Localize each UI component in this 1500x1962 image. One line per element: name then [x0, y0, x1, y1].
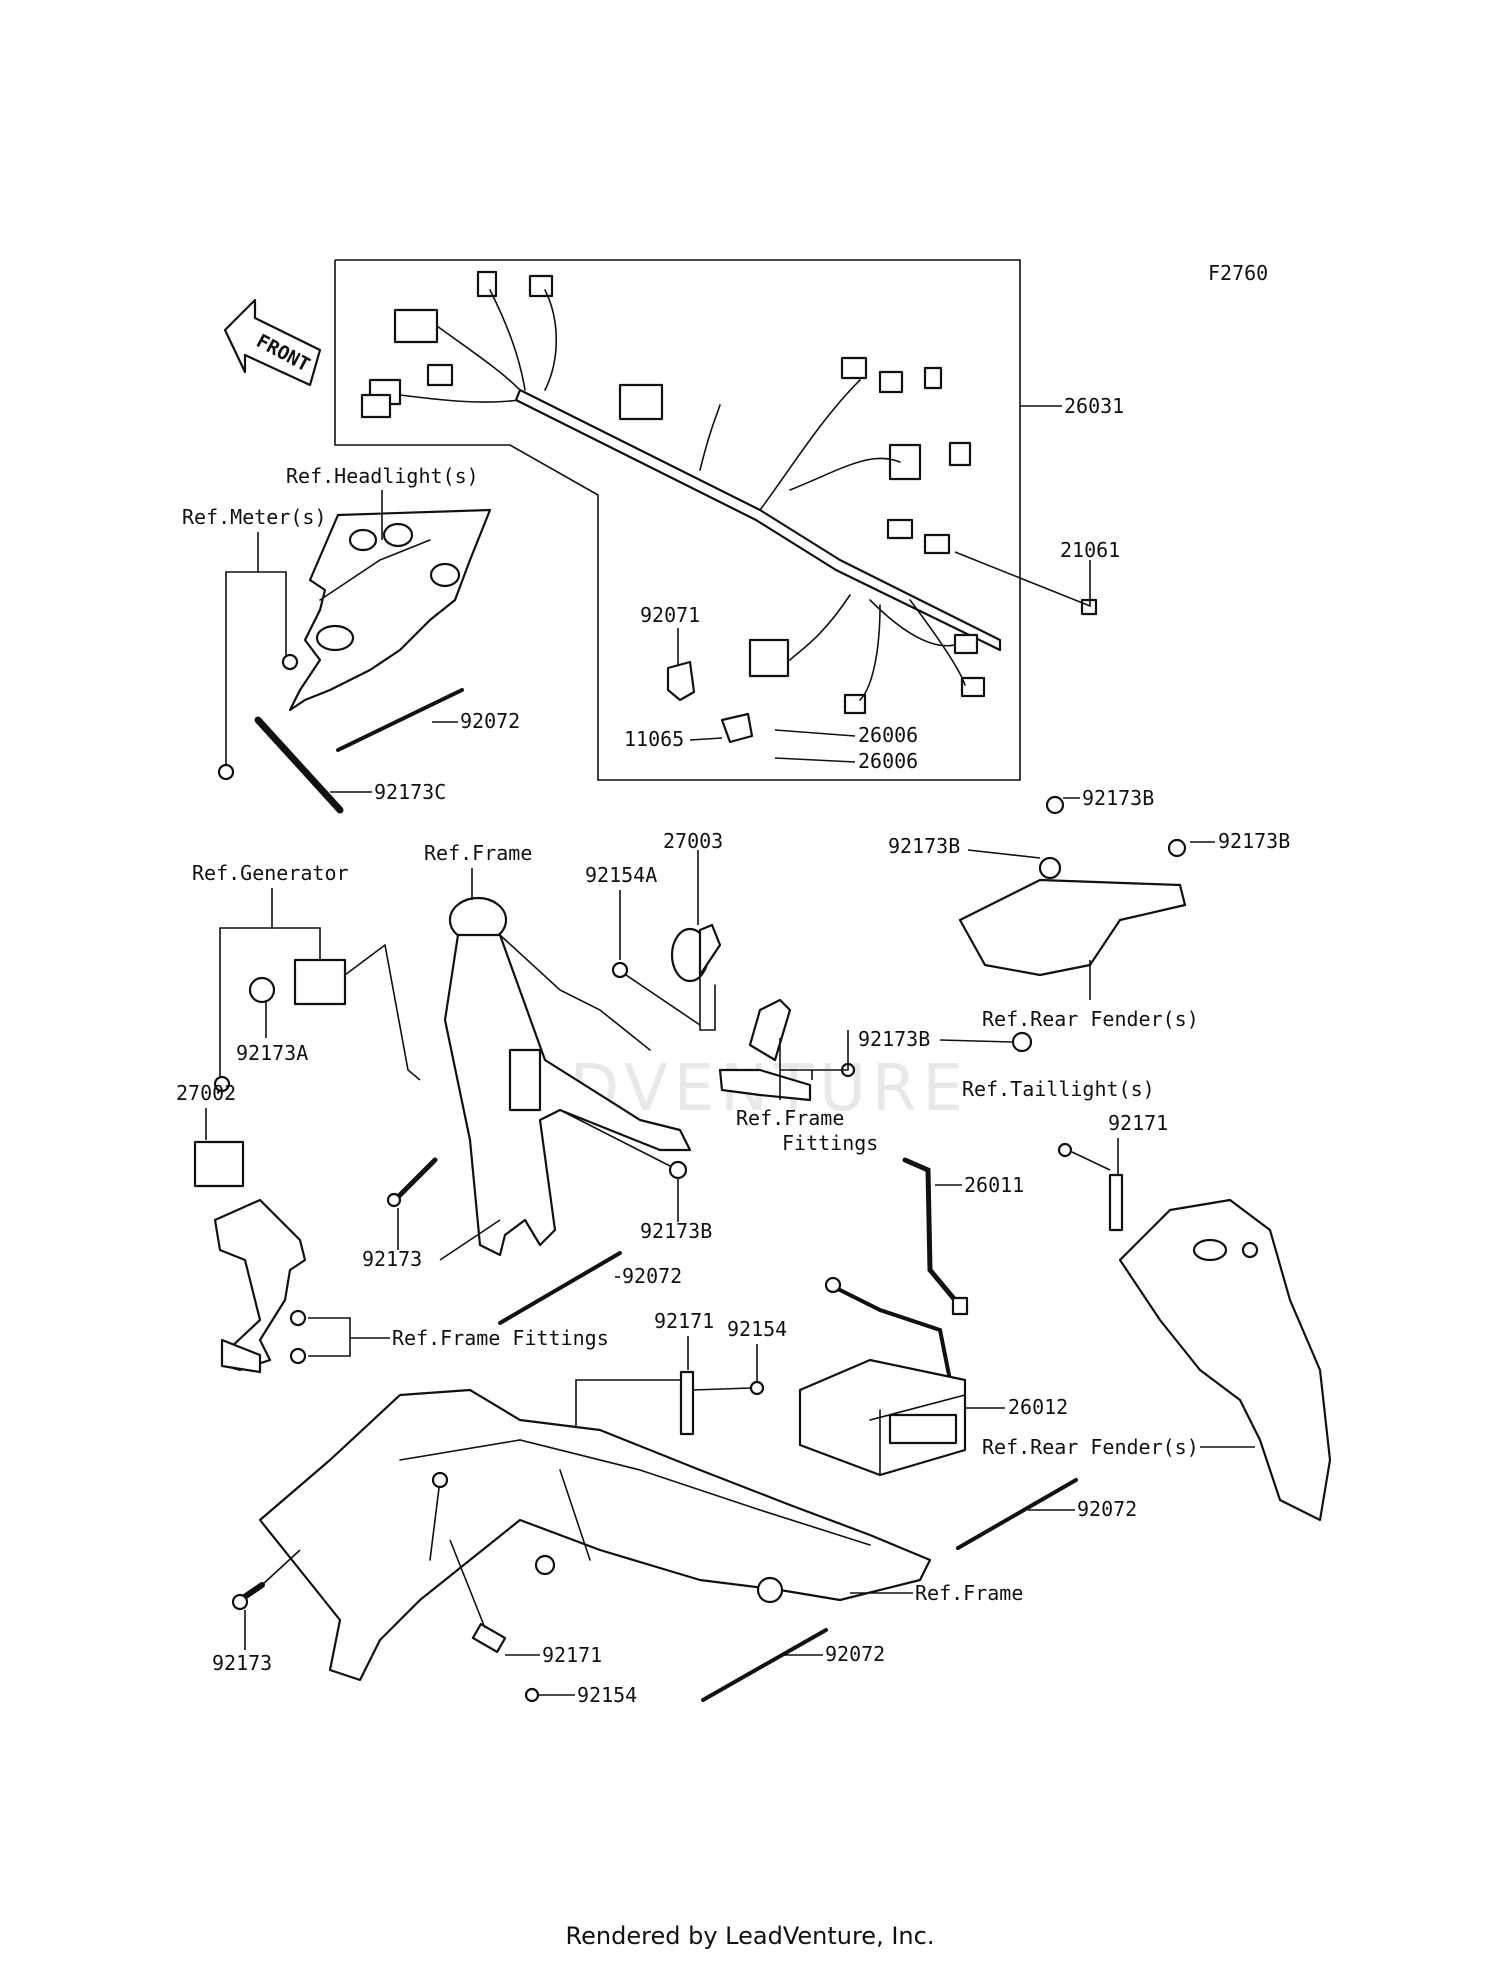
label-27002: 27002 [176, 1081, 236, 1105]
label-92154: 92154 [727, 1317, 787, 1341]
label-92173c: 92173C [374, 780, 446, 804]
label-92173-b: 92173 [212, 1651, 272, 1675]
ref-frame-fittings-label-1b: Fittings [782, 1131, 878, 1155]
label-92072-a: 92072 [460, 709, 520, 733]
label-92072-d: 92072 [825, 1642, 885, 1666]
diagram-code: F2760 [1208, 261, 1268, 285]
battery-cable-26011 [824, 1157, 969, 1382]
label-92072-b: 92072 [622, 1264, 682, 1288]
horn-27003 [670, 923, 722, 1031]
label-26011: 26011 [964, 1173, 1024, 1197]
label-92173b-2: 92173B [888, 834, 960, 858]
ref-frame-label-2: Ref.Frame [915, 1581, 1023, 1605]
label-21061: 21061 [1060, 538, 1120, 562]
regulator [293, 958, 347, 1006]
label-92154a: 92154A [585, 863, 657, 887]
ref-headlight-label: Ref.Headlight(s) [286, 464, 479, 488]
label-26006-a: 26006 [858, 723, 918, 747]
label-92171-b: 92171 [654, 1309, 714, 1333]
ref-generator-label: Ref.Generator [192, 861, 349, 885]
ref-frame-fittings-label-2: Ref.Frame Fittings [392, 1326, 609, 1350]
rear-fender [1118, 1198, 1332, 1522]
ref-frame-fittings-label-1a: Ref.Frame [736, 1106, 844, 1130]
label-92171-a: 92171 [1108, 1111, 1168, 1135]
ref-rear-fender-label-2: Ref.Rear Fender(s) [982, 1435, 1199, 1459]
headlight-bracket [288, 508, 492, 712]
ref-rear-fender-label-1: Ref.Rear Fender(s) [982, 1007, 1199, 1031]
front-arrow-icon: FRONT [223, 298, 322, 387]
label-92071: 92071 [640, 603, 700, 627]
label-27003: 27003 [663, 829, 723, 853]
ref-meter-label: Ref.Meter(s) [182, 505, 327, 529]
label-26012: 26012 [1008, 1395, 1068, 1419]
label-92173b-1: 92173B [1082, 786, 1154, 810]
label-92173b-5: 92173B [640, 1219, 712, 1243]
label-11065: 11065 [624, 727, 684, 751]
main-wiring-harness [360, 270, 1098, 744]
relay-27002 [193, 1140, 245, 1188]
front-frame [443, 896, 692, 1257]
label-26031: 26031 [1064, 394, 1124, 418]
label-92171-c: 92171 [542, 1643, 602, 1667]
ref-taillight-label: Ref.Taillight(s) [962, 1077, 1155, 1101]
battery-26012 [798, 1358, 967, 1477]
harness-group-outline [334, 259, 1021, 781]
horn-mount-bracket [718, 998, 856, 1102]
footer-credit: Rendered by LeadVenture, Inc. [565, 1922, 935, 1950]
label-92072-c: 92072 [1077, 1497, 1137, 1521]
label-92173b-4: 92173B [858, 1027, 930, 1051]
rear-frame [258, 1388, 932, 1682]
label-92173-a: 92173 [362, 1247, 422, 1271]
label-26006-b: 26006 [858, 749, 918, 773]
label-92154-b: 92154 [577, 1683, 637, 1707]
rear-fender-bracket [958, 795, 1187, 1053]
label-92173a: 92173A [236, 1041, 308, 1065]
relay-bracket [213, 1198, 307, 1374]
ref-frame-label-1: Ref.Frame [424, 841, 532, 865]
label-92173b-3: 92173B [1218, 829, 1290, 853]
